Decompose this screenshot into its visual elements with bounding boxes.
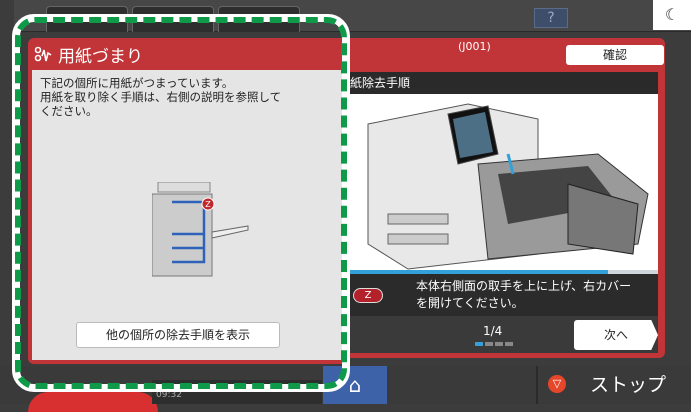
home-icon: ⌂	[348, 373, 362, 397]
next-button[interactable]: 次へ	[574, 320, 658, 350]
moon-icon[interactable]: ☾	[653, 0, 691, 30]
progress-bar	[348, 270, 658, 274]
help-button[interactable]: ?	[534, 8, 568, 28]
stop-icon[interactable]: ▽	[548, 375, 566, 393]
jam-marker: Z	[205, 200, 211, 209]
other-locations-button[interactable]: 他の個所の除去手順を表示	[76, 322, 280, 348]
panel-title: 用紙づまり	[58, 47, 143, 67]
guide-panel: (J001) 確認 紙除去手順 Z 本体右側面の取手を上に上げ、右カバー を開け…	[343, 38, 665, 358]
step-badge: Z	[353, 288, 383, 303]
status-indicator	[28, 392, 158, 412]
message-line: 下記の個所に用紙がつまっています。	[40, 76, 234, 90]
section-title: 紙除去手順	[348, 72, 658, 94]
page-dots	[475, 342, 513, 346]
page-indicator: 1/4	[483, 324, 503, 338]
error-code: (J001)	[458, 40, 491, 53]
jam-panel: 用紙づまり 下記の個所に用紙がつまっています。 用紙を取り除く手順は、右側の説明…	[28, 38, 346, 364]
instruction-line: を開けてください。	[416, 296, 524, 310]
instruction-line: 本体右側面の取手を上に上げ、右カバー	[416, 279, 632, 293]
message-line: ください。	[40, 104, 98, 118]
machine-diagram: Z	[151, 181, 249, 278]
stop-button[interactable]: ストップ	[590, 374, 667, 396]
progress-fill	[348, 270, 609, 274]
confirm-button[interactable]: 確認	[566, 45, 664, 65]
divider	[536, 366, 538, 404]
paper-jam-icon	[34, 46, 52, 61]
jam-body: 下記の個所に用紙がつまっています。 用紙を取り除く手順は、右側の説明を参照して …	[32, 70, 342, 360]
highlight-dashed-frame	[15, 17, 347, 389]
message-line: 用紙を取り除く手順は、右側の説明を参照して	[40, 90, 282, 104]
instruction-area: Z 本体右側面の取手を上に上げ、右カバー を開けてください。	[348, 274, 658, 316]
printer-illustration	[348, 94, 658, 270]
guide-content: 紙除去手順 Z 本体右側面の取手を上に上げ、右カバー を開けてください。 1/4	[348, 72, 658, 353]
